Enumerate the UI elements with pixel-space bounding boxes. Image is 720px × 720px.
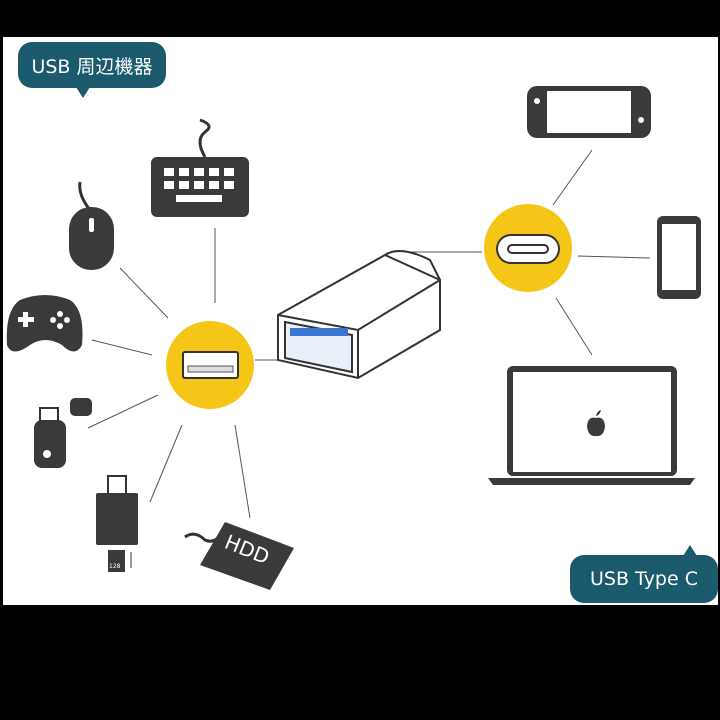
left-connector-lines xyxy=(87,228,290,519)
game-console-icon xyxy=(527,86,651,138)
keyboard-icon xyxy=(151,118,249,217)
usb-peripherals-label: USB 周辺機器 xyxy=(18,42,166,98)
usb-a-hub xyxy=(166,321,254,409)
smartphone-icon xyxy=(657,216,701,299)
otg-adapter-icon xyxy=(277,250,441,380)
mouse-icon xyxy=(69,181,114,270)
usb-type-c-label: USB Type C xyxy=(570,545,718,603)
usb-c-hub xyxy=(484,204,572,292)
usb-flash-drive-icon xyxy=(34,398,92,468)
apple-logo-icon xyxy=(587,410,605,437)
sd-card-capacity-text: 128 xyxy=(109,563,121,570)
hdd-icon xyxy=(184,522,294,590)
diagram-graphics: 128 HDD xyxy=(6,86,701,590)
laptop-icon xyxy=(488,366,695,485)
card-reader-icon xyxy=(96,475,138,572)
diagram-canvas: 128 HDD USB 周辺機器 USB Type C xyxy=(3,37,718,605)
right-connector-lines xyxy=(408,149,651,356)
gamepad-icon xyxy=(6,295,83,352)
